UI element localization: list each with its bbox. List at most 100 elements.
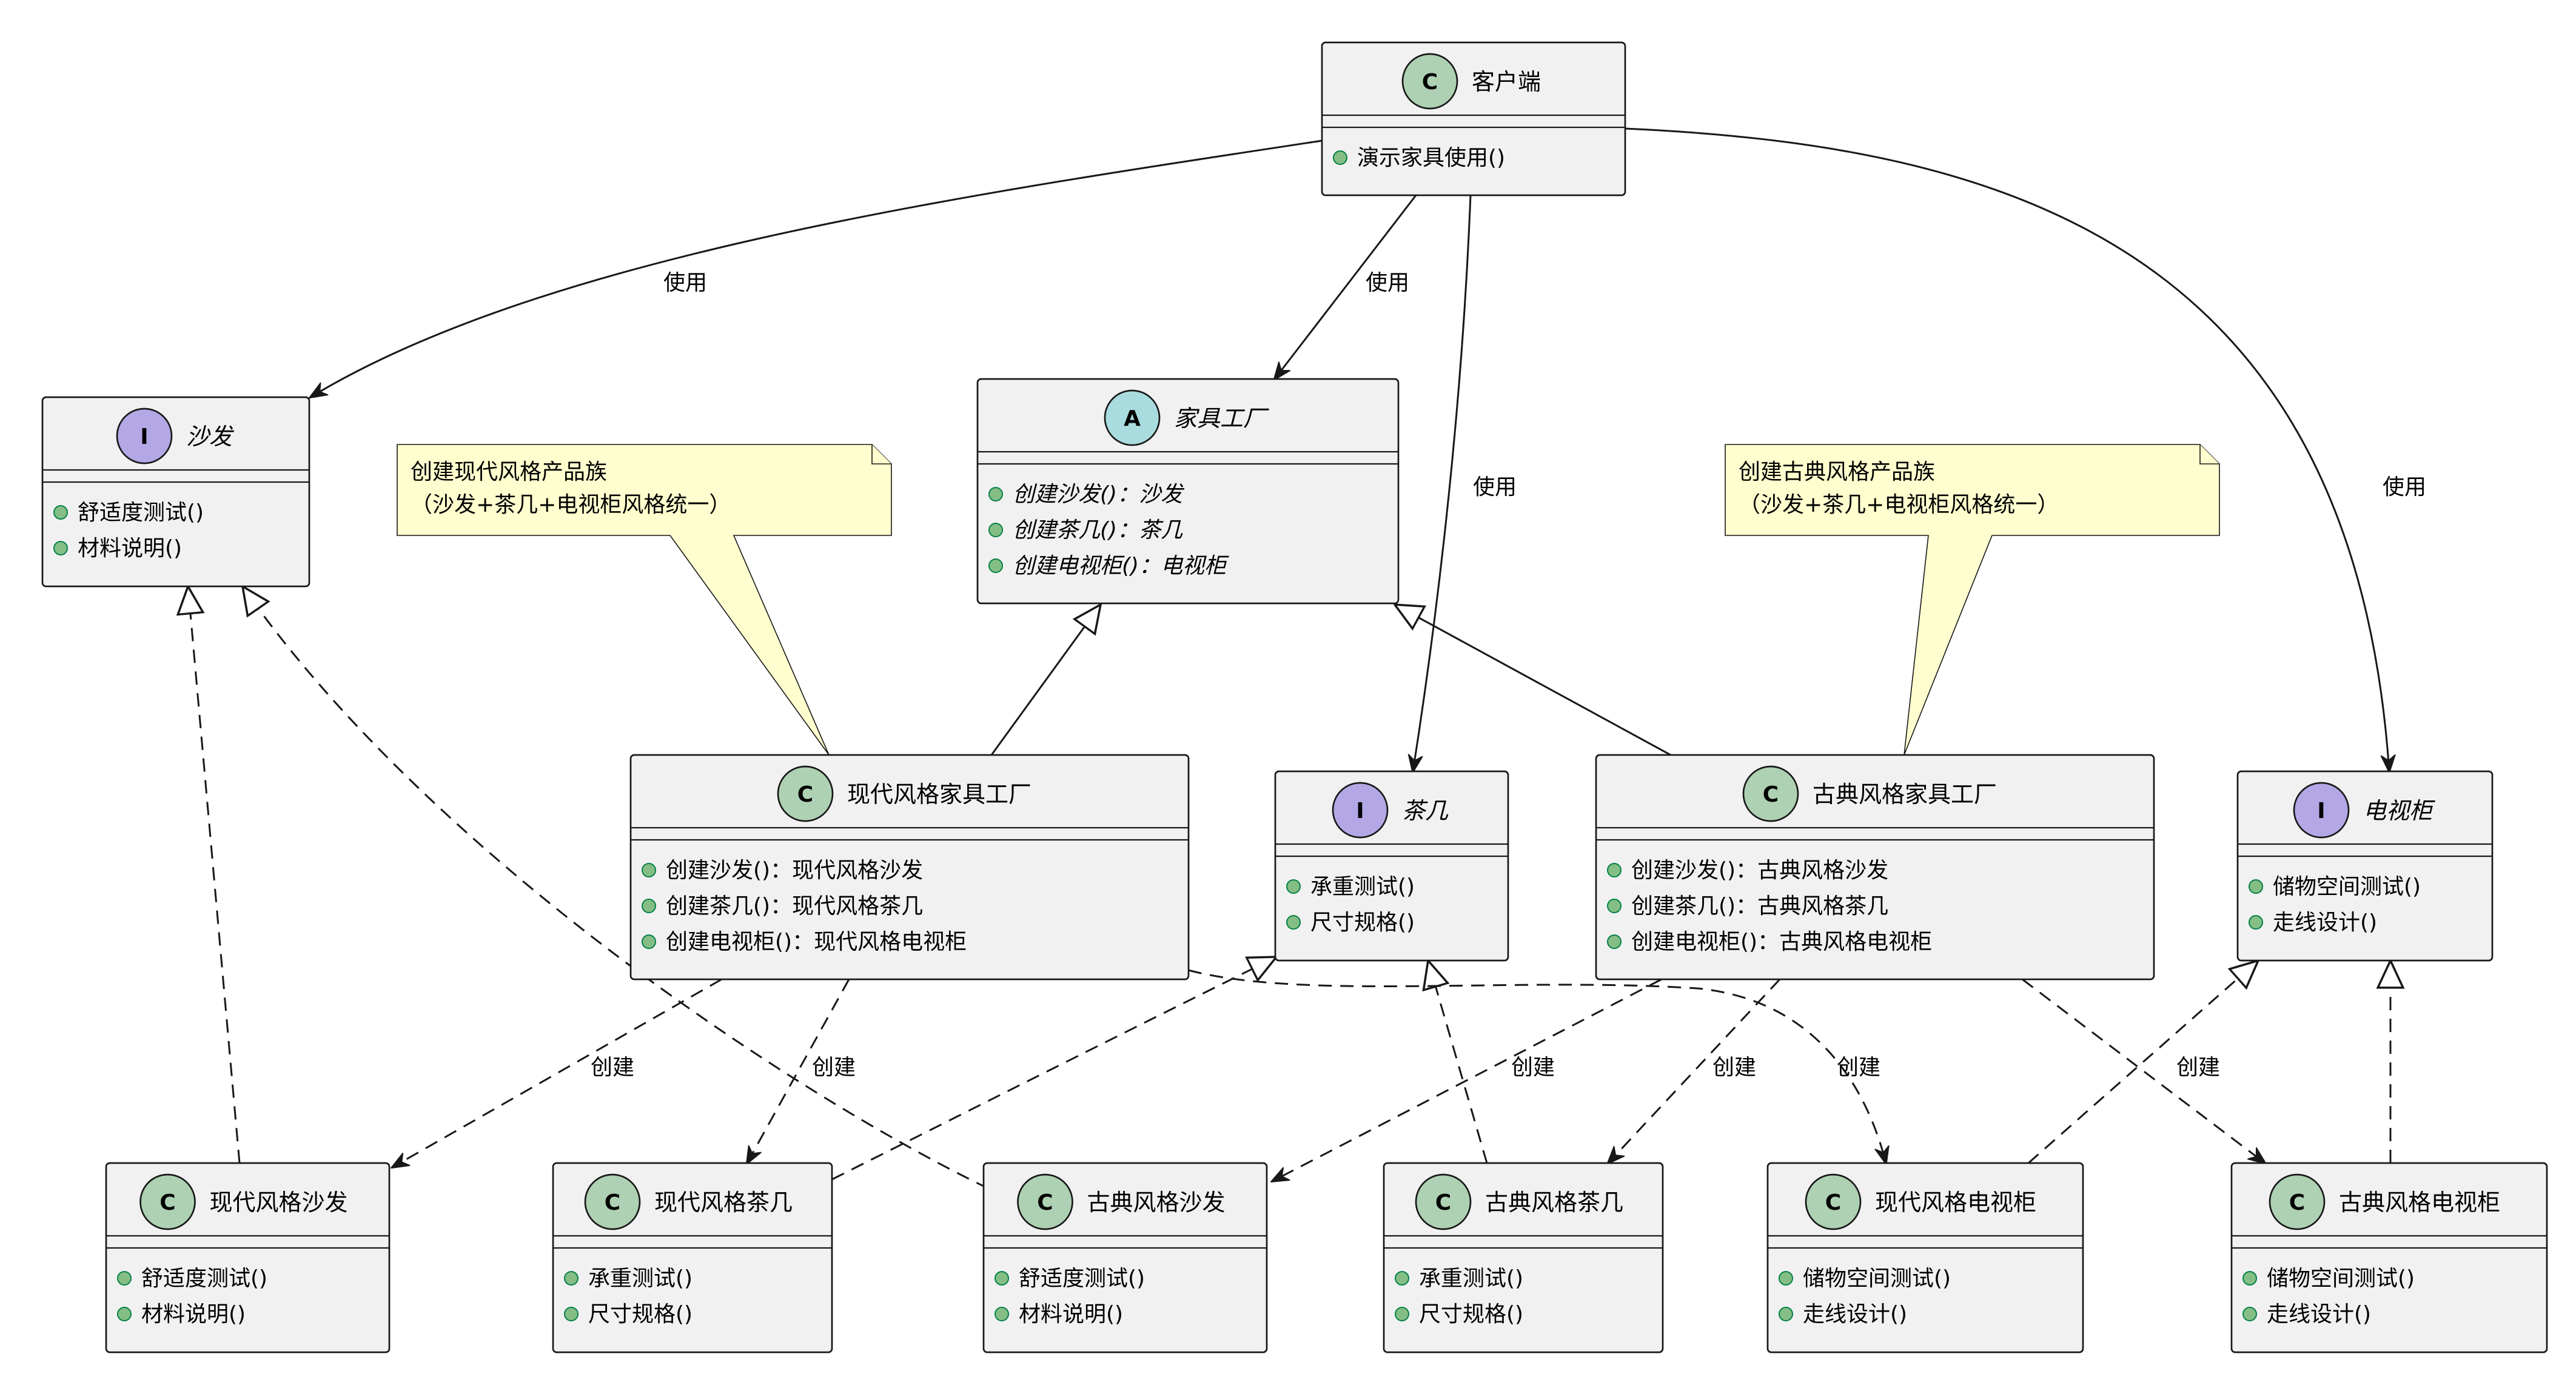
class-member: 创建沙发()：现代风格沙发	[666, 858, 923, 883]
public-visibility-icon	[2242, 1271, 2257, 1286]
public-visibility-icon	[53, 505, 68, 520]
class-member: 创建电视柜()：古典风格电视柜	[1631, 930, 1932, 954]
stereotype-letter: I	[2317, 799, 2325, 823]
note-line: （沙发+茶几+电视柜风格统一）	[411, 492, 731, 517]
edge-label-client-table: 使用	[1473, 475, 1517, 500]
stereotype-letter: C	[159, 1190, 175, 1215]
class-member: 创建茶几()：茶几	[1013, 518, 1183, 543]
class-member: 创建沙发()：沙发	[1013, 482, 1185, 507]
note-fold-corner	[2199, 444, 2219, 464]
class-title: 古典风格茶几	[1485, 1189, 1623, 1216]
class-member: 储物空间测试()	[2267, 1266, 2415, 1291]
public-visibility-icon	[1286, 915, 1301, 930]
relationship-edges	[188, 127, 2390, 1190]
class-box-frame	[976, 378, 1400, 605]
public-visibility-icon	[1395, 1271, 1409, 1286]
class-member: 承重测试()	[1419, 1266, 1523, 1291]
edge-classic_factory-classic_sofa-create	[1272, 978, 1662, 1181]
class-member: 演示家具使用()	[1357, 146, 1505, 170]
class-box-frame	[41, 396, 310, 588]
public-visibility-icon	[2249, 879, 2263, 894]
class-title: 家具工厂	[1174, 405, 1269, 432]
class-member: 承重测试()	[1310, 874, 1415, 899]
note-shape	[1725, 444, 2220, 756]
class-title: 茶几	[1402, 797, 1449, 824]
class-box-frame	[629, 754, 1190, 981]
public-visibility-icon	[995, 1271, 1009, 1286]
class-member: 走线设计()	[2273, 910, 2377, 935]
class-member: 创建电视柜()：电视柜	[1013, 554, 1229, 578]
edge-modern_factory-factory-extends	[990, 605, 1101, 756]
stereotype-letter: C	[1825, 1190, 1841, 1215]
stereotype-letter: C	[1037, 1190, 1053, 1215]
class-title: 古典风格电视柜	[2339, 1189, 2500, 1216]
public-visibility-icon	[642, 934, 656, 949]
public-visibility-icon	[564, 1271, 579, 1286]
edge-label-modern_factory-modern_table: 创建	[812, 1055, 856, 1080]
note-fold-corner	[871, 444, 891, 464]
edge-label-modern_factory-modern_sofa: 创建	[591, 1055, 634, 1080]
class-member: 储物空间测试()	[2273, 874, 2421, 899]
class-member: 走线设计()	[1803, 1302, 1907, 1327]
class-title: 现代风格电视柜	[1875, 1189, 2036, 1216]
public-visibility-icon	[117, 1271, 132, 1286]
edge-client-tv-use	[1625, 127, 2389, 771]
stereotype-letter: C	[1422, 70, 1438, 95]
stereotype-letter: C	[797, 782, 813, 807]
class-member: 舒适度测试()	[141, 1266, 267, 1291]
public-visibility-icon	[2242, 1307, 2257, 1321]
stereotype-badge-c	[1415, 1173, 1472, 1230]
public-visibility-icon	[1395, 1307, 1409, 1321]
stereotype-letter: I	[1356, 799, 1364, 823]
stereotype-badge-c	[1017, 1173, 1073, 1230]
class-member: 创建电视柜()：现代风格电视柜	[666, 930, 967, 954]
edge-classic_sofa-sofa-implements	[243, 586, 989, 1190]
class-title: 现代风格家具工厂	[847, 781, 1031, 808]
stereotype-letter: I	[140, 424, 148, 449]
class-title: 现代风格茶几	[654, 1189, 793, 1216]
class-member: 创建茶几()：古典风格茶几	[1631, 894, 1888, 919]
edge-classic_factory-factory-extends	[1395, 605, 1671, 756]
edge-classic_factory-classic_table-create	[1608, 978, 1781, 1163]
edge-client-factory-use	[1275, 195, 1417, 379]
class-member: 材料说明()	[141, 1302, 246, 1327]
edge-classic_table-table-implements	[1428, 961, 1488, 1164]
class-member: 尺寸规格()	[1310, 910, 1415, 935]
edge-client-table-use	[1413, 195, 1472, 771]
edge-label-classic_factory-classic_tv: 创建	[2176, 1055, 2220, 1080]
stereotype-badge-c	[777, 765, 834, 822]
edge-label-client-sofa: 使用	[663, 270, 707, 295]
notes: 创建现代风格产品族（沙发+茶几+电视柜风格统一） 创建古典风格产品族 （沙发+茶几+…	[397, 444, 2220, 756]
edge-modern_tv-tv-implements	[2028, 961, 2258, 1164]
edge-modern_factory-modern_tv-create	[1188, 969, 1886, 1163]
edge-modern_sofa-sofa-implements	[188, 586, 241, 1164]
stereotype-badge-c	[1742, 765, 1799, 822]
public-visibility-icon	[2249, 915, 2263, 930]
note-note_modern: 创建现代风格产品族（沙发+茶几+电视柜风格统一）	[397, 444, 892, 756]
class-member: 尺寸规格()	[1419, 1302, 1523, 1327]
stereotype-badge-c	[584, 1173, 641, 1230]
class-title: 沙发	[186, 423, 235, 450]
class-member: 承重测试()	[588, 1266, 693, 1291]
public-visibility-icon	[1286, 879, 1301, 894]
edge-label-client-tv: 使用	[2383, 475, 2426, 500]
note-line: 创建古典风格产品族	[1739, 460, 1935, 485]
stereotype-badge-i	[116, 407, 173, 464]
public-visibility-icon	[1779, 1307, 1793, 1321]
class-title: 现代风格沙发	[210, 1189, 348, 1216]
stereotype-letter: A	[1124, 406, 1141, 431]
public-visibility-icon	[988, 558, 1003, 573]
edge-modern_factory-modern_table-create	[747, 979, 850, 1163]
public-visibility-icon	[53, 541, 68, 555]
class-title: 电视柜	[2363, 797, 2435, 824]
stereotype-badge-c	[139, 1173, 196, 1230]
